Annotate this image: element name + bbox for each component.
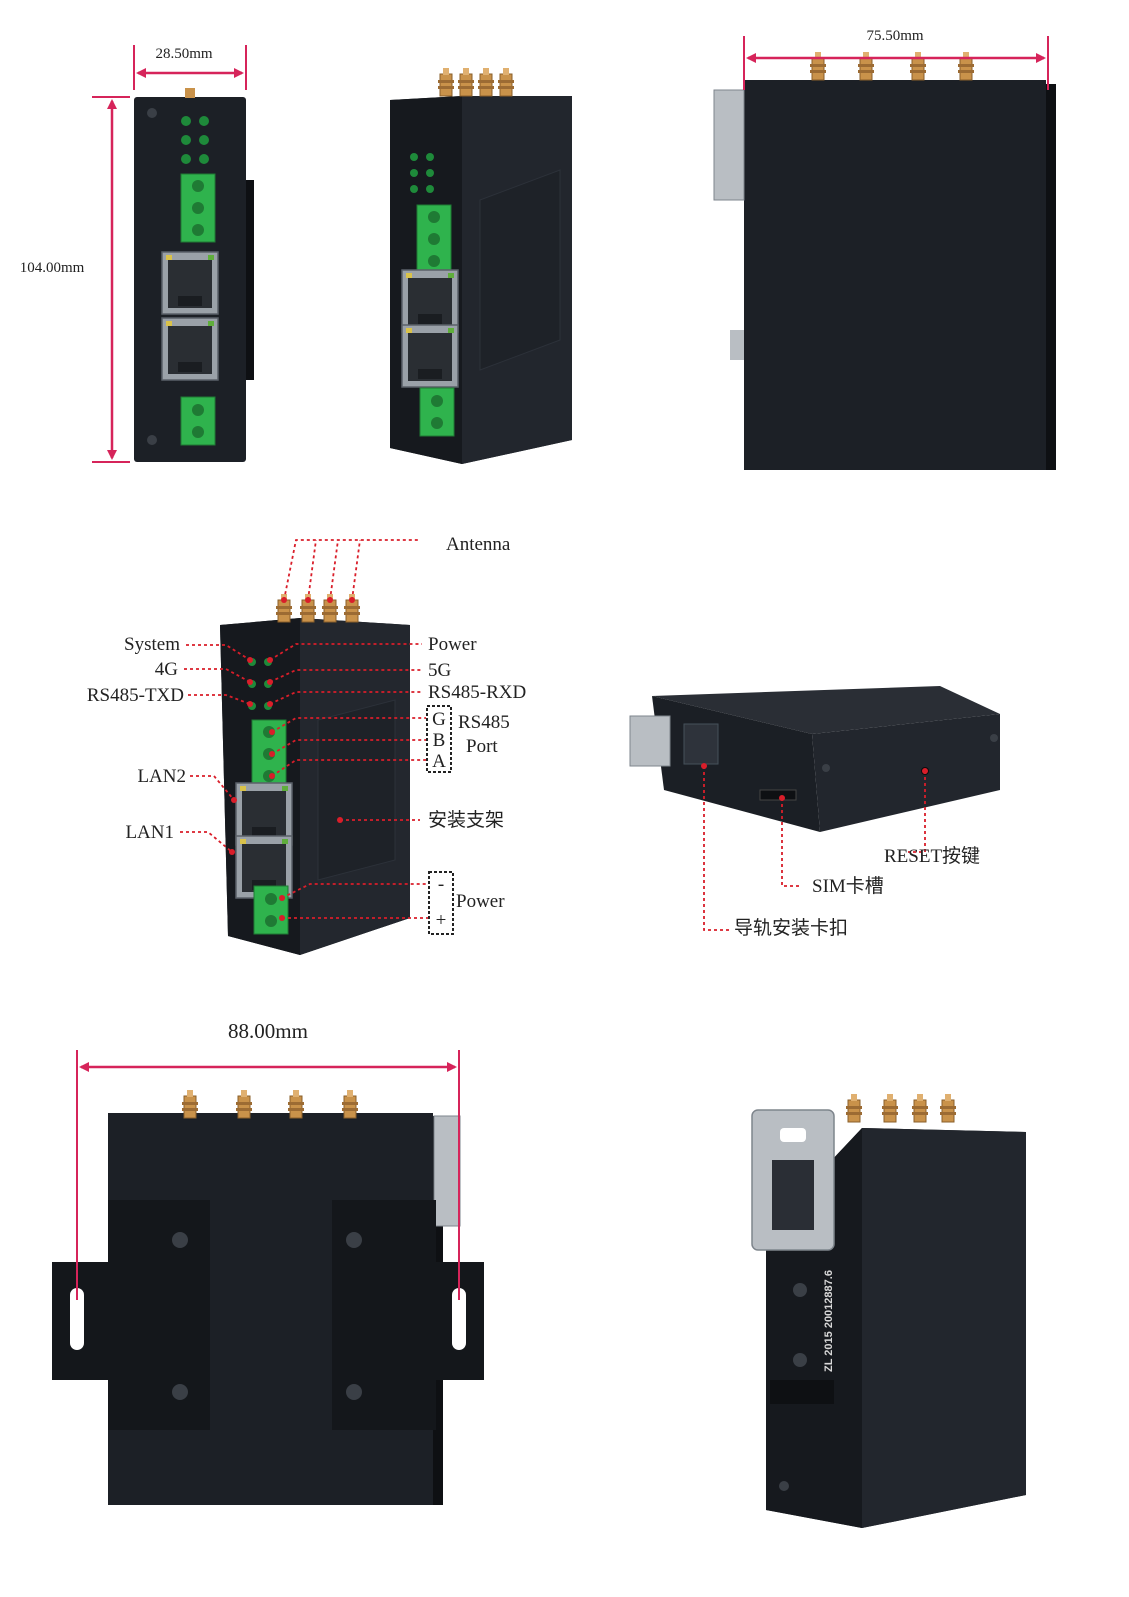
- rail-clip: [433, 1115, 461, 1227]
- screw-icon: [793, 1353, 807, 1367]
- screw-icon: [346, 1232, 362, 1248]
- lan1-label: LAN1: [125, 822, 174, 843]
- sim-slot-label: SIM卡槽: [812, 875, 884, 897]
- rs485-rxd-led-label: RS485-RXD: [428, 682, 526, 703]
- antenna-icon: [857, 51, 875, 81]
- rs485-terminal: [180, 173, 216, 243]
- sim-slot: [759, 789, 797, 801]
- patent-number: ZL 2015 20012887.6: [823, 1270, 835, 1372]
- rs485-pin-box: [426, 705, 452, 773]
- pin-g-label: G: [432, 709, 446, 730]
- power-pin-box: [428, 871, 454, 935]
- antenna-icon: [341, 1089, 359, 1119]
- front-view: 28.50mm 104.00mm: [20, 45, 254, 463]
- annotated-front-view: Antenna System 4G RS485-TXD LAN2 LAN1: [87, 534, 526, 955]
- antenna-icon: [477, 67, 495, 97]
- plus-label: +: [436, 910, 447, 931]
- lan2-port: [401, 269, 459, 333]
- lan2-port: [161, 251, 219, 315]
- front-height-label: 104.00mm: [20, 260, 85, 276]
- screw-icon: [172, 1384, 188, 1400]
- antenna-icon: [235, 1089, 253, 1119]
- 5g-led-label: 5G: [428, 660, 452, 681]
- top-side-view: RESET按键 SIM卡槽 导轨安装卡扣: [629, 686, 1000, 939]
- mount-hole-icon: [70, 1288, 84, 1350]
- 4g-led-label: 4G: [155, 659, 179, 680]
- rail-clip: [629, 715, 671, 767]
- antenna-icon: [911, 1093, 929, 1123]
- antenna-icon: [437, 67, 455, 97]
- led-array: [410, 153, 434, 193]
- front-width-label: 28.50mm: [155, 46, 212, 62]
- back-width-label: 88.00mm: [228, 1019, 308, 1043]
- power-input-label: Power: [456, 891, 505, 912]
- screw-icon: [346, 1384, 362, 1400]
- antenna-icon: [845, 1093, 863, 1123]
- rail-clip: [713, 89, 745, 201]
- screw-icon: [147, 108, 157, 118]
- back-view: 88.00mm: [52, 1019, 484, 1505]
- screw-icon: [172, 1232, 188, 1248]
- antenna-label: Antenna: [446, 534, 511, 555]
- system-led-label: System: [124, 634, 180, 655]
- antenna-icon: [939, 1093, 957, 1123]
- bracket-label: 安装支架: [428, 809, 504, 831]
- antenna-icon: [181, 1089, 199, 1119]
- rail-clip-label: 导轨安装卡扣: [734, 917, 848, 939]
- lan1-port: [401, 324, 459, 388]
- perspective-view: [390, 67, 572, 464]
- pin-b-label: B: [433, 730, 446, 751]
- lan2-label: LAN2: [137, 766, 186, 787]
- mount-hole-icon: [452, 1288, 466, 1350]
- antenna-icon: [457, 67, 475, 97]
- antenna-icon: [909, 51, 927, 81]
- antenna-icon: [497, 67, 515, 97]
- reset-label: RESET按键: [884, 845, 980, 867]
- screw-icon: [147, 435, 157, 445]
- side-width-label: 75.50mm: [866, 28, 923, 44]
- left-mount-bracket: [52, 1200, 210, 1430]
- power-terminal: [180, 396, 216, 446]
- screw-icon: [793, 1283, 807, 1297]
- rs485-txd-led-label: RS485-TXD: [87, 685, 184, 706]
- rs485-terminal: [416, 204, 452, 274]
- screw-icon: [779, 1481, 789, 1491]
- power-led-label: Power: [428, 634, 477, 655]
- power-terminal: [419, 387, 455, 437]
- antenna-icon: [809, 51, 827, 81]
- power-terminal: [253, 885, 289, 935]
- right-mount-bracket: [332, 1200, 484, 1430]
- antenna-icon: [957, 51, 975, 81]
- led-array: [181, 116, 209, 164]
- lan1-port: [161, 317, 219, 381]
- rear-perspective-view: ZL 2015 20012887.6: [751, 1093, 1026, 1528]
- antenna-icon: [287, 1089, 305, 1119]
- side-housing: [744, 80, 1046, 470]
- rs485-label: RS485: [458, 712, 510, 733]
- antenna-icon: [881, 1093, 899, 1123]
- pin-a-label: A: [432, 751, 446, 772]
- side-view: 75.50mm: [713, 28, 1056, 470]
- minus-label: -: [438, 874, 444, 895]
- port-label: Port: [466, 736, 498, 757]
